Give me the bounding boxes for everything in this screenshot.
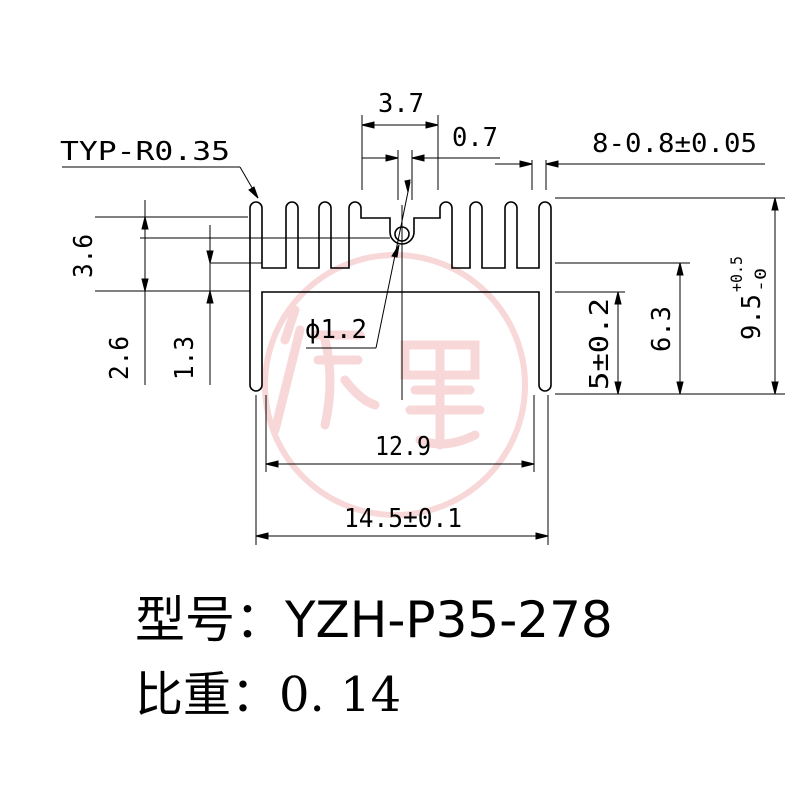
weight-label: 比重： — [135, 667, 280, 723]
label-overall-height-tol-plus: +0.5 — [727, 256, 746, 292]
label-inner-height: 5±0.2 — [585, 298, 615, 390]
label-overall-height-tol-minus: -0 — [751, 268, 770, 292]
label-fin-thickness: 8-0.8±0.05 — [592, 129, 757, 159]
watermark-logo — [262, 252, 528, 518]
model-label: 型号： — [135, 591, 285, 649]
label-inner-width: 12.9 — [375, 432, 431, 462]
label-notch-gap: 0.7 — [452, 123, 498, 153]
dimension-lines — [62, 115, 785, 545]
label-hole-diameter: ϕ1.2 — [305, 315, 367, 345]
label-height-left-top: 3.6 — [69, 234, 99, 278]
label-notch-width: 3.7 — [378, 89, 424, 119]
weight-value: 0. 14 — [279, 667, 402, 723]
label-overall-width: 14.5±0.1 — [344, 504, 462, 534]
label-fin-height: 6.3 — [647, 306, 677, 352]
model-value: YZH-P35-278 — [285, 591, 613, 649]
label-overall-height: 9.5 — [737, 294, 767, 340]
model-caption: 型号：YZH-P35-278 — [135, 580, 613, 652]
label-height-left-bottom: 2.6 — [105, 336, 135, 380]
weight-caption: 比重：0. 14 — [135, 655, 401, 725]
heatsink-outline — [249, 201, 552, 392]
dimension-labels: TYP-R0.35 3.7 0.7 8-0.8±0.05 3.6 2.6 1.3… — [60, 89, 770, 534]
label-slot-depth: 1.3 — [170, 336, 200, 380]
label-typ-radius: TYP-R0.35 — [60, 137, 230, 167]
